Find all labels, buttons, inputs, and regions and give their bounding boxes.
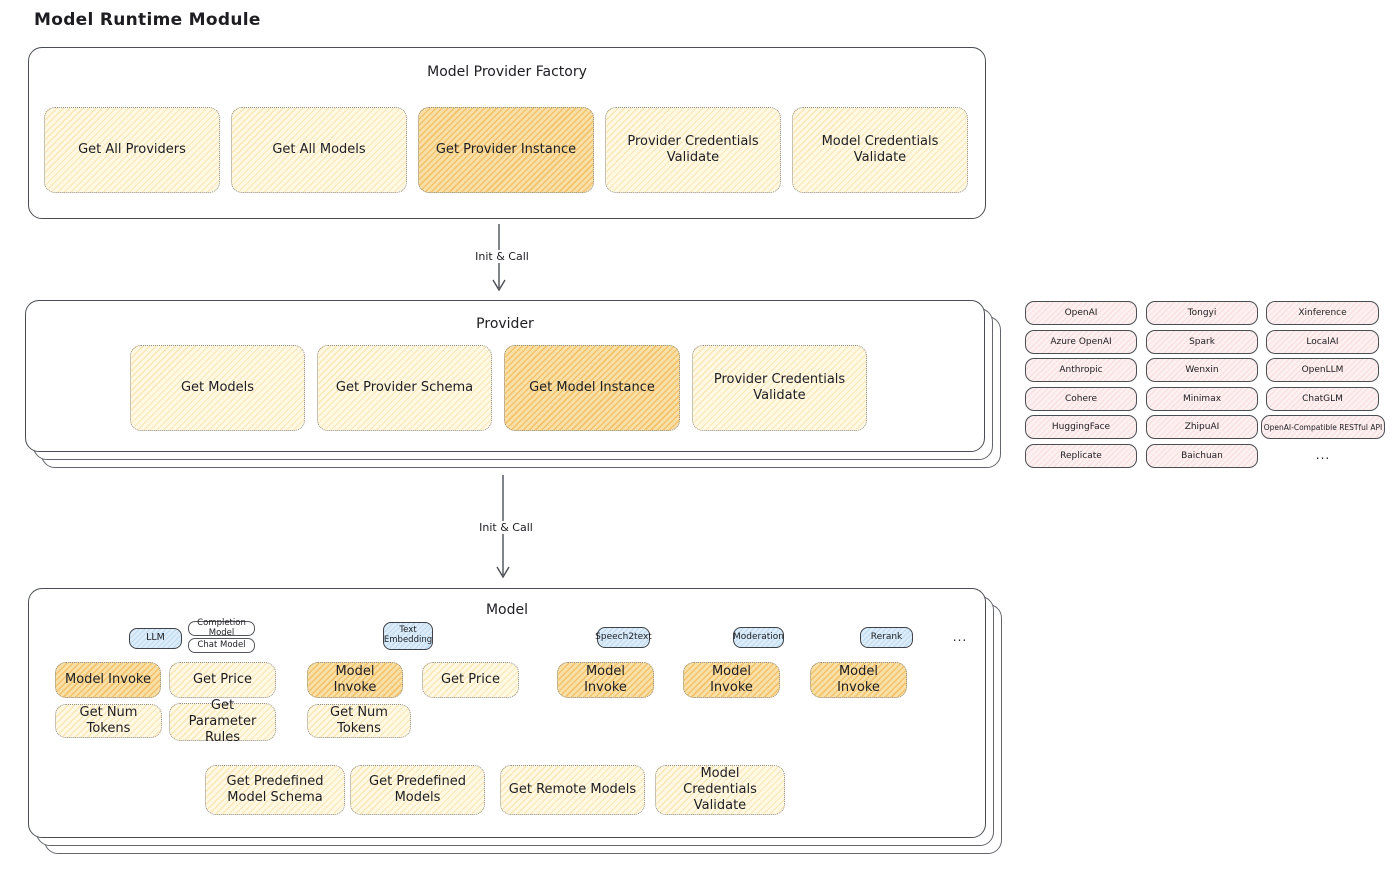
- provider-item-xinference: Xinference: [1266, 301, 1379, 325]
- model-button-get-predefined-models: Get Predefined Models: [350, 765, 485, 815]
- tag-llm: LLM: [129, 628, 182, 649]
- tag-completion-model: Completion Model: [188, 618, 255, 637]
- page-title: Model Runtime Module: [34, 10, 261, 30]
- tag-chat-model: Chat Model: [188, 638, 255, 653]
- model-title: Model: [485, 602, 529, 618]
- factory-button-get-all-models: Get All Models: [231, 107, 407, 193]
- model-button-llm-model-invoke: Model Invoke: [55, 662, 161, 698]
- factory-button-provider-credentials-validate: Provider Credentials Validate: [605, 107, 781, 193]
- tag-rerank: Rerank: [860, 627, 913, 648]
- provider-item-spark: Spark: [1146, 330, 1258, 354]
- factory-title: Model Provider Factory: [427, 64, 587, 80]
- provider-item-zhipuai: ZhipuAI: [1146, 415, 1258, 439]
- model-button-model-credentials-validate: Model Credentials Validate: [655, 765, 785, 815]
- provider-item-chatglm: ChatGLM: [1266, 387, 1379, 411]
- provider-item-replicate: Replicate: [1025, 444, 1137, 468]
- provider-button-get-models: Get Models: [130, 345, 305, 431]
- init-call-label-1: Init & Call: [466, 250, 538, 263]
- factory-button-model-credentials-validate: Model Credentials Validate: [792, 107, 968, 193]
- provider-item-tongyi: Tongyi: [1146, 301, 1258, 325]
- model-button-speech2text-model-invoke: Model Invoke: [557, 662, 654, 698]
- model-button-llm-get-num-tokens: Get Num Tokens: [55, 704, 162, 738]
- provider-item-wenxin: Wenxin: [1146, 358, 1258, 382]
- model-button-text-embedding-model-invoke: Model Invoke: [307, 662, 403, 698]
- provider-button-provider-credentials-validate: Provider Credentials Validate: [692, 345, 867, 431]
- provider-item-azure-openai: Azure OpenAI: [1025, 330, 1137, 354]
- provider-item-openai-compatible-restful-api: OpenAI-Compatible RESTful API: [1261, 415, 1385, 439]
- model-button-get-remote-models: Get Remote Models: [500, 765, 645, 815]
- provider-title: Provider: [476, 316, 534, 332]
- tag-speech2text: Speech2text: [595, 627, 652, 648]
- provider-item-minimax: Minimax: [1146, 387, 1258, 411]
- factory-button-get-provider-instance: Get Provider Instance: [418, 107, 594, 193]
- provider-item-baichuan: Baichuan: [1146, 444, 1258, 468]
- provider-item-openai: OpenAI: [1025, 301, 1137, 325]
- model-button-llm-get-parameter-rules: Get Parameter Rules: [169, 698, 276, 745]
- tag-moderation: Moderation: [733, 627, 784, 648]
- provider-button-get-provider-schema: Get Provider Schema: [317, 345, 492, 431]
- model-button-rerank-model-invoke: Model Invoke: [810, 662, 907, 698]
- provider-list-ellipsis: ...: [1315, 448, 1331, 462]
- model-button-llm-get-price: Get Price: [169, 662, 276, 698]
- model-button-text-embedding-get-price: Get Price: [422, 662, 519, 698]
- model-button-moderation-model-invoke: Model Invoke: [683, 662, 780, 698]
- provider-item-localai: LocalAI: [1266, 330, 1379, 354]
- provider-item-cohere: Cohere: [1025, 387, 1137, 411]
- provider-item-openllm: OpenLLM: [1266, 358, 1379, 382]
- model-button-get-predefined-model-schema: Get Predefined Model Schema: [205, 765, 345, 815]
- provider-item-huggingface: HuggingFace: [1025, 415, 1137, 439]
- provider-item-anthropic: Anthropic: [1025, 358, 1137, 382]
- provider-button-get-model-instance: Get Model Instance: [504, 345, 680, 431]
- model-button-text-embedding-get-num-tokens: Get Num Tokens: [307, 704, 411, 738]
- factory-button-get-all-providers: Get All Providers: [44, 107, 220, 193]
- init-call-label-2: Init & Call: [470, 521, 542, 534]
- model-tags-ellipsis: ...: [952, 630, 968, 644]
- tag-text-embedding: Text Embedding: [383, 622, 433, 650]
